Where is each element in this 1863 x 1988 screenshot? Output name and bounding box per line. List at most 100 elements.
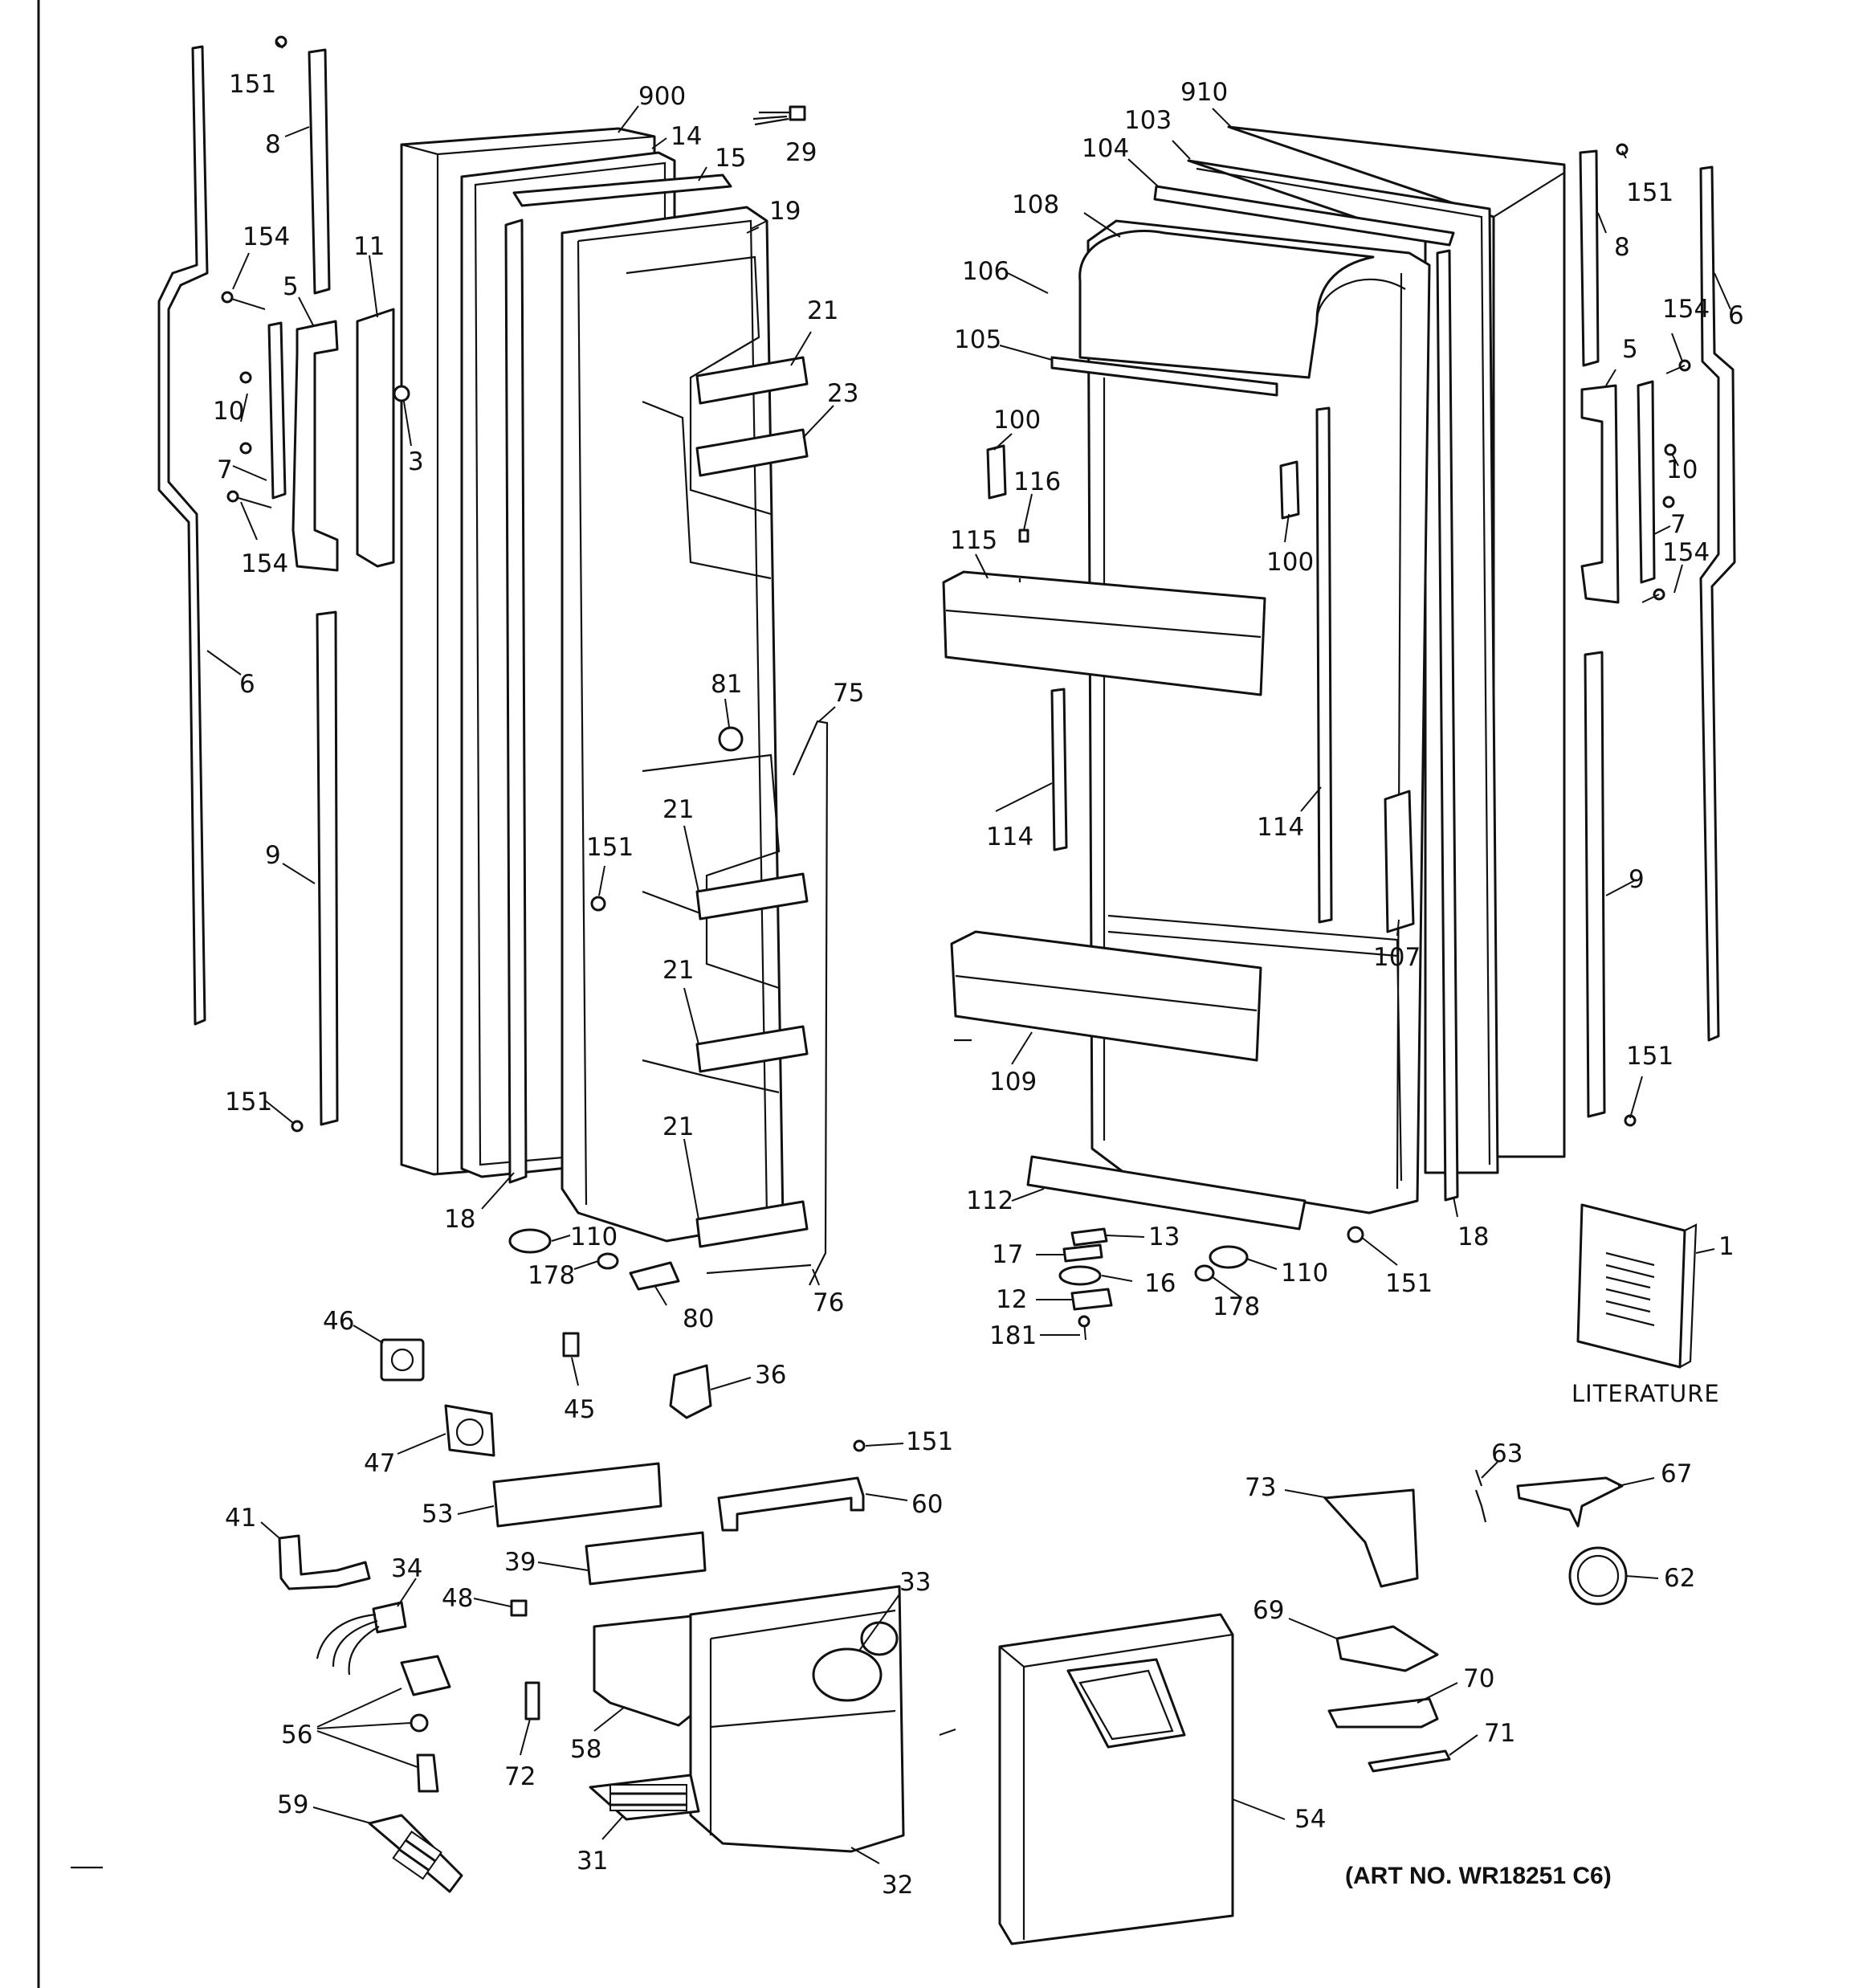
handle-grip-7-left: [267, 321, 287, 500]
callout: 107: [1373, 943, 1421, 972]
callout: 900: [638, 82, 686, 111]
lamp-holder-56: [410, 1713, 429, 1733]
callout: 5: [1622, 335, 1638, 364]
callout: 910: [1180, 78, 1228, 107]
callout: 7: [217, 455, 233, 484]
callout: 151: [1385, 1269, 1433, 1298]
callout: 9: [1629, 865, 1645, 894]
shelf-rail-112: [1026, 1155, 1307, 1231]
dairy-door-cover-106: [1078, 230, 1375, 379]
bulb-56: [416, 1753, 439, 1793]
rail-114-left: [1050, 688, 1068, 851]
callout: 62: [1664, 1564, 1695, 1593]
callout: 75: [833, 679, 864, 708]
freezer-side-trim-18: [504, 218, 528, 1184]
callout: 110: [570, 1223, 618, 1251]
lamp-socket-56: [400, 1655, 451, 1696]
callout: 100: [993, 406, 1041, 435]
callout: 178: [1213, 1292, 1260, 1321]
callout: 115: [950, 526, 997, 555]
freezer-shelf-21-mid: [695, 872, 809, 921]
callout: 17: [992, 1240, 1023, 1269]
callout: 10: [1666, 455, 1698, 484]
hinge-13: [1070, 1227, 1108, 1247]
callout: 114: [986, 823, 1033, 851]
callout: 112: [966, 1186, 1013, 1215]
screw-151-door: [590, 896, 606, 912]
callout: 8: [1614, 233, 1630, 262]
hinge-12: [1070, 1288, 1113, 1311]
callout: 34: [391, 1554, 422, 1583]
shelf-cap-81: [718, 726, 744, 752]
freezer-door-assembly: [356, 105, 829, 1291]
callout: 45: [564, 1395, 595, 1424]
callout: 58: [570, 1735, 601, 1764]
bushing-178-right: [1194, 1264, 1215, 1282]
water-tube-75: [792, 720, 829, 1286]
callout: 32: [882, 1871, 913, 1900]
dairy-strip-105: [1050, 356, 1278, 397]
handle-8-left: [308, 48, 331, 295]
clip-100-left: [986, 444, 1007, 500]
callout: 29: [785, 138, 817, 167]
callout: 56: [281, 1721, 312, 1749]
freezer-shelf-21-low: [695, 1025, 809, 1073]
handle-8-right: [1579, 149, 1600, 367]
panel-53: [492, 1462, 662, 1528]
door-bin-115: [942, 570, 1266, 696]
ice-chute-73: [1323, 1488, 1419, 1588]
callout: 18: [1457, 1223, 1489, 1251]
fresh-food-door-assembly: [942, 125, 1566, 1341]
door-bin-109: [950, 930, 1262, 1062]
callout: 81: [711, 670, 742, 699]
callout: 21: [662, 795, 694, 824]
callout: 41: [225, 1504, 256, 1533]
callout: 6: [239, 670, 255, 699]
plug-3: [393, 385, 410, 402]
callout: 104: [1082, 134, 1129, 163]
callout: 23: [827, 379, 858, 408]
callout: 3: [408, 447, 424, 476]
bracket-41: [278, 1534, 371, 1590]
bracket-70: [1327, 1697, 1439, 1729]
callout: 109: [989, 1067, 1037, 1096]
literature-booklet: [1576, 1203, 1698, 1369]
callout: 6: [1728, 301, 1744, 330]
callout: 70: [1463, 1664, 1494, 1693]
plug-10-a: [239, 371, 252, 384]
callout: 31: [577, 1847, 608, 1876]
callout: 59: [277, 1790, 308, 1819]
water-fitting-80: [629, 1261, 680, 1291]
handle-grip-7-right: [1637, 380, 1656, 584]
callout: 154: [243, 222, 290, 251]
callout: 71: [1484, 1719, 1515, 1748]
switch-34: [372, 1601, 407, 1634]
callout: 13: [1148, 1223, 1180, 1251]
plug-10-b: [239, 442, 252, 455]
handle-9-left: [316, 610, 339, 1126]
bracket-60: [717, 1476, 865, 1532]
rail-114-right: [1315, 406, 1333, 924]
dispenser-cover-54: [998, 1613, 1234, 1945]
connector-29-block: [789, 105, 806, 121]
art-number-caption: (ART NO. WR18251 C6): [1345, 1863, 1612, 1889]
clip-100-right: [1279, 460, 1300, 520]
callout: 46: [323, 1307, 354, 1336]
handle-5-right: [1580, 384, 1620, 604]
callout: 76: [813, 1288, 844, 1317]
callout: 108: [1012, 190, 1059, 219]
lever-67: [1516, 1476, 1624, 1528]
handle-9-right: [1584, 651, 1606, 1118]
callout: 151: [229, 70, 276, 99]
callout: 100: [1266, 548, 1314, 577]
callout-labels: 151 8 900 14 15 29 19 154 11 5 10 3 7 15…: [213, 70, 1744, 1900]
callout: 154: [241, 549, 288, 578]
callout: 11: [353, 232, 385, 261]
right-handle-group: [1579, 143, 1736, 1127]
door-cap-110-left: [508, 1228, 552, 1254]
callout: 67: [1661, 1459, 1692, 1488]
stop-116: [1018, 529, 1029, 543]
hinge-pin-17: [1062, 1243, 1103, 1263]
callout: 9: [265, 841, 281, 870]
